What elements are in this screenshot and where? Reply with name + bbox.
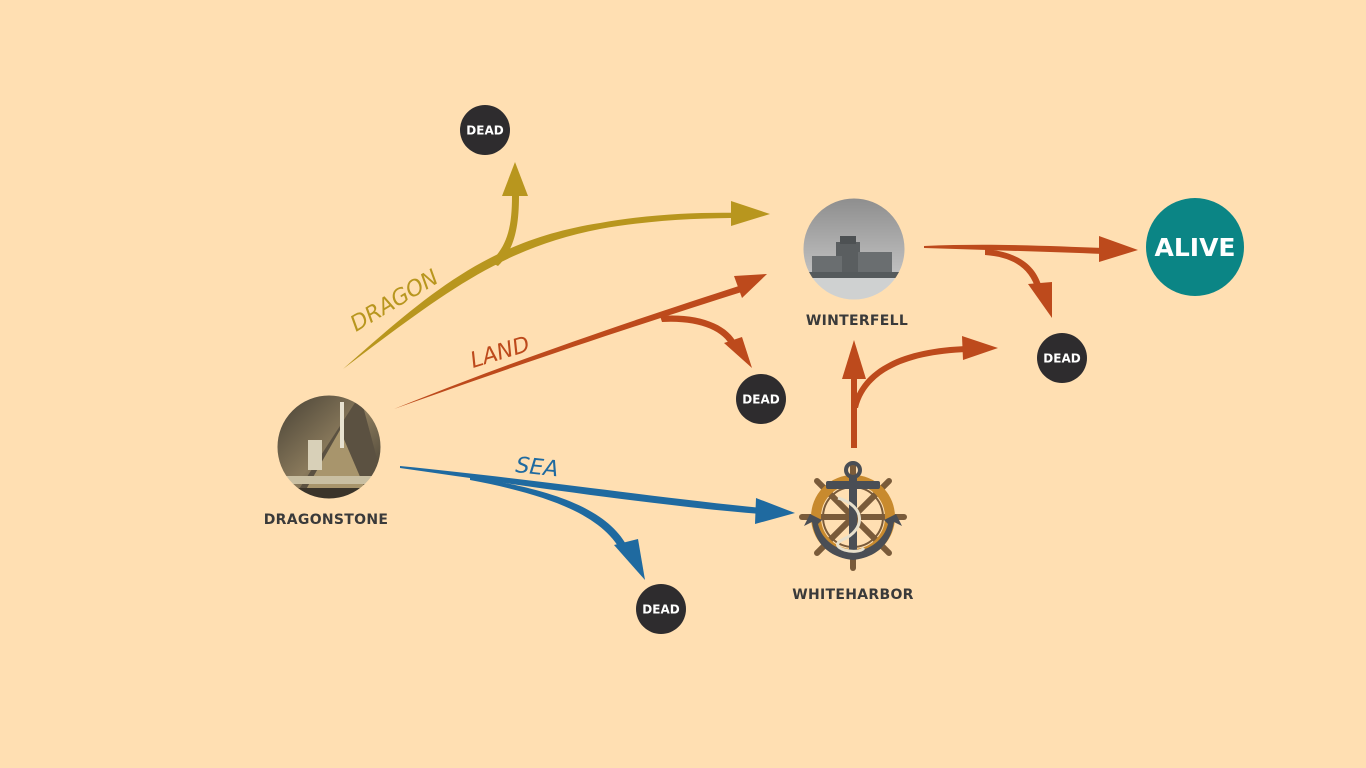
castle-photo-icon <box>277 395 381 499</box>
dragon-arrowhead-winterfell <box>731 201 770 226</box>
dragonstone-label: DRAGONSTONE <box>264 512 388 528</box>
dragon-arrowhead-dead <box>502 162 528 196</box>
whiteharbor-node[interactable]: WHITEHARBOR <box>792 461 913 603</box>
winterfell-node[interactable]: WINTERFELL <box>800 195 910 329</box>
land-arrow-branch <box>660 315 737 347</box>
dead-node-winterfell[interactable]: DEAD <box>1037 333 1087 383</box>
dragon-arrow-branch <box>490 196 519 266</box>
land-route-label: LAND <box>467 332 532 374</box>
whiteharbor-to-winterfell-arrowhead <box>842 340 866 379</box>
sea-route-label: SEA <box>514 453 559 482</box>
dragon-route: DRAGON <box>343 162 770 369</box>
whiteharbor-routes <box>842 336 998 448</box>
whiteharbor-to-winterfell-arrow <box>851 375 857 448</box>
dead-node-land[interactable]: DEAD <box>736 374 786 424</box>
dead-label: DEAD <box>1043 352 1080 366</box>
winterfell-to-alive-arrow <box>924 244 1104 254</box>
dragon-arrow-main <box>343 212 742 369</box>
alive-label: ALIVE <box>1154 233 1235 262</box>
castle-photo-icon <box>803 198 905 300</box>
whiteharbor-branch-arrow <box>852 346 968 408</box>
winterfell-label: WINTERFELL <box>806 313 908 329</box>
dead-label: DEAD <box>742 393 779 407</box>
sea-arrowhead-dead <box>614 539 645 580</box>
whiteharbor-branch-arrowhead <box>962 336 998 360</box>
winterfell-branch-arrowhead <box>1028 282 1052 318</box>
alive-node[interactable]: ALIVE <box>1146 198 1244 296</box>
sea-route: SEA <box>400 453 795 580</box>
dead-label: DEAD <box>642 603 679 617</box>
land-arrowhead-dead <box>724 337 752 368</box>
land-route: LAND <box>394 274 767 409</box>
winterfell-to-alive-arrowhead <box>1099 236 1138 262</box>
whiteharbor-label: WHITEHARBOR <box>792 587 913 603</box>
dead-node-sea[interactable]: DEAD <box>636 584 686 634</box>
anchor-wheel-icon <box>799 461 907 571</box>
winterfell-routes <box>924 236 1138 318</box>
dead-node-dragon[interactable]: DEAD <box>460 105 510 155</box>
dragonstone-node[interactable]: DRAGONSTONE <box>264 390 390 528</box>
sea-arrow-main <box>400 466 762 514</box>
dead-label: DEAD <box>466 124 503 138</box>
land-arrow-main <box>394 285 745 409</box>
land-arrowhead-winterfell <box>734 274 767 298</box>
sea-arrowhead-whiteharbor <box>755 498 795 524</box>
